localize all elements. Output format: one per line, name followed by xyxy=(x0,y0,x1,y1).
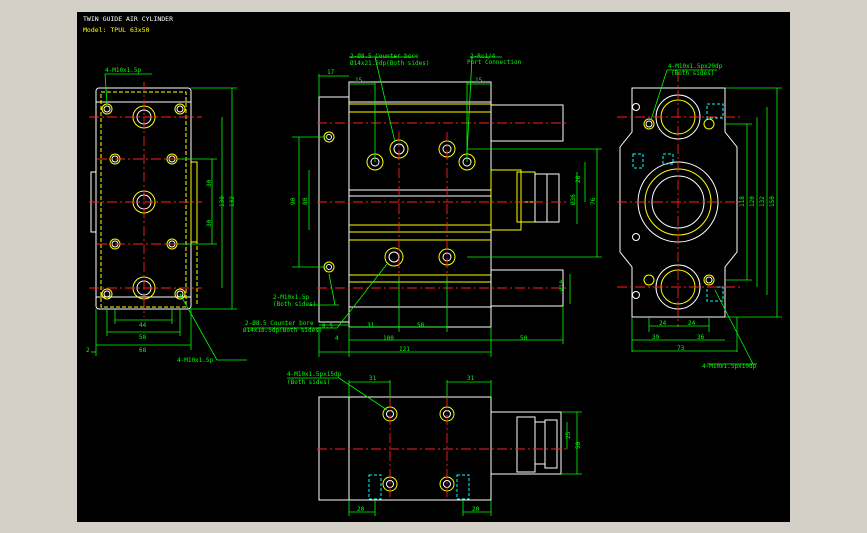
dim-front-50: 50 xyxy=(520,335,528,342)
dim-right-132: 132 xyxy=(759,196,766,207)
dim-front-10: Ø10 xyxy=(559,280,566,291)
dim-right-118: 118 xyxy=(739,196,746,207)
dim-front-100: 100 xyxy=(383,335,394,342)
dim-front-15b: 15 xyxy=(475,77,483,84)
drawing-model: Model: TPUL 63x50 xyxy=(83,26,150,34)
callout-right-top-1: 4-M10x1.5px20dp xyxy=(668,63,723,70)
dim-front-31: 31 xyxy=(367,322,375,329)
dim-left-30b: 30 xyxy=(206,219,213,227)
callout-bottom-tap-2: (Both sides) xyxy=(287,379,330,386)
callout-right-bottom: 4-M10x1.5px10dp xyxy=(702,363,757,370)
dim-right-39: 39 xyxy=(652,334,660,341)
left-end-view xyxy=(89,82,202,317)
callout-left-top: 4-M10x1.5p xyxy=(105,67,142,74)
dim-front-58: 58 xyxy=(417,322,425,329)
dim-front-90: 90 xyxy=(290,197,297,205)
dim-left-132: 132 xyxy=(229,196,236,207)
dim-right-24a: 24 xyxy=(659,320,667,327)
bottom-view xyxy=(317,396,567,501)
dim-bottom-20a: 20 xyxy=(357,506,365,513)
callout-bottom-tap-1: 4-M10x1.5px15dp xyxy=(287,371,342,378)
dim-left-130: 130 xyxy=(219,196,226,207)
dim-bottom-20b: 20 xyxy=(472,506,480,513)
callout-front-cbore-b2: Ø14x18.5dp(Both sides) xyxy=(243,327,322,334)
dim-bottom-31a: 31 xyxy=(369,375,377,382)
callout-front-cbore-2: Ø14x21.5dp(Both sides) xyxy=(350,60,429,67)
dim-front-17: 17 xyxy=(327,69,335,76)
dim-front-8-5: 8.5 xyxy=(322,323,333,330)
left-view-dimensions: 4-M10x1.5p 30 30 130 132 44 58 68 2 4-M1… xyxy=(86,67,247,364)
dim-bottom-50: 50 xyxy=(575,441,582,449)
callout-right-top-2: (Both sides) xyxy=(671,70,714,77)
dim-right-120: 120 xyxy=(749,196,756,207)
callout-front-cbore-1: 2-Ø8.5 Counter bore xyxy=(350,53,419,60)
dim-front-36: Ø36 xyxy=(570,194,577,205)
dim-left-30a: 30 xyxy=(206,179,213,187)
dim-front-80: 80 xyxy=(302,197,309,205)
dim-front-15a: 15 xyxy=(355,77,363,84)
drawing-title: TWIN GUIDE AIR CYLINDER xyxy=(83,15,173,23)
dim-left-44: 44 xyxy=(139,322,147,329)
dim-right-150: 150 xyxy=(769,196,776,207)
dim-bottom-31b: 31 xyxy=(467,375,475,382)
dim-left-2: 2 xyxy=(86,347,90,354)
cad-drawing-viewport[interactable]: TWIN GUIDE AIR CYLINDER Model: TPUL 63x5… xyxy=(77,12,790,522)
dim-front-28: 28 xyxy=(575,175,582,183)
front-view xyxy=(317,81,567,328)
callout-front-cbore-b1: 2-Ø8.5 Counter bore xyxy=(245,320,314,327)
bottom-view-dimensions: 4-M10x1.5px15dp (Both sides) 31 31 25 50… xyxy=(287,371,582,516)
drawing-canvas: TWIN GUIDE AIR CYLINDER Model: TPUL 63x5… xyxy=(83,15,782,516)
callout-left-bottom: 4-M10x1.5p xyxy=(177,357,214,364)
dim-right-73: 73 xyxy=(677,345,685,352)
dim-front-121: 121 xyxy=(399,346,410,353)
dim-bottom-25: 25 xyxy=(565,431,572,439)
front-view-dimensions: 17 15 15 2-Ø8.5 Counter bore Ø14x21.5dp(… xyxy=(243,53,602,357)
dim-right-24b: 24 xyxy=(688,320,696,327)
callout-front-port-2: Port Connection xyxy=(467,59,522,66)
callout-front-port-1: 2-Rc1/4 xyxy=(470,53,496,60)
dim-left-68: 68 xyxy=(139,347,147,354)
dim-right-36: 36 xyxy=(697,334,705,341)
callout-front-m10-2: (Both sides) xyxy=(273,301,316,308)
dim-front-4: 4 xyxy=(335,335,339,342)
right-end-view xyxy=(617,72,742,327)
dim-front-76: 76 xyxy=(590,197,597,205)
callout-front-m10-1: 2-M10x1.5p xyxy=(273,294,310,301)
dim-left-58: 58 xyxy=(139,334,147,341)
right-view-dimensions: 4-M10x1.5px20dp (Both sides) 118 120 132… xyxy=(631,63,782,370)
